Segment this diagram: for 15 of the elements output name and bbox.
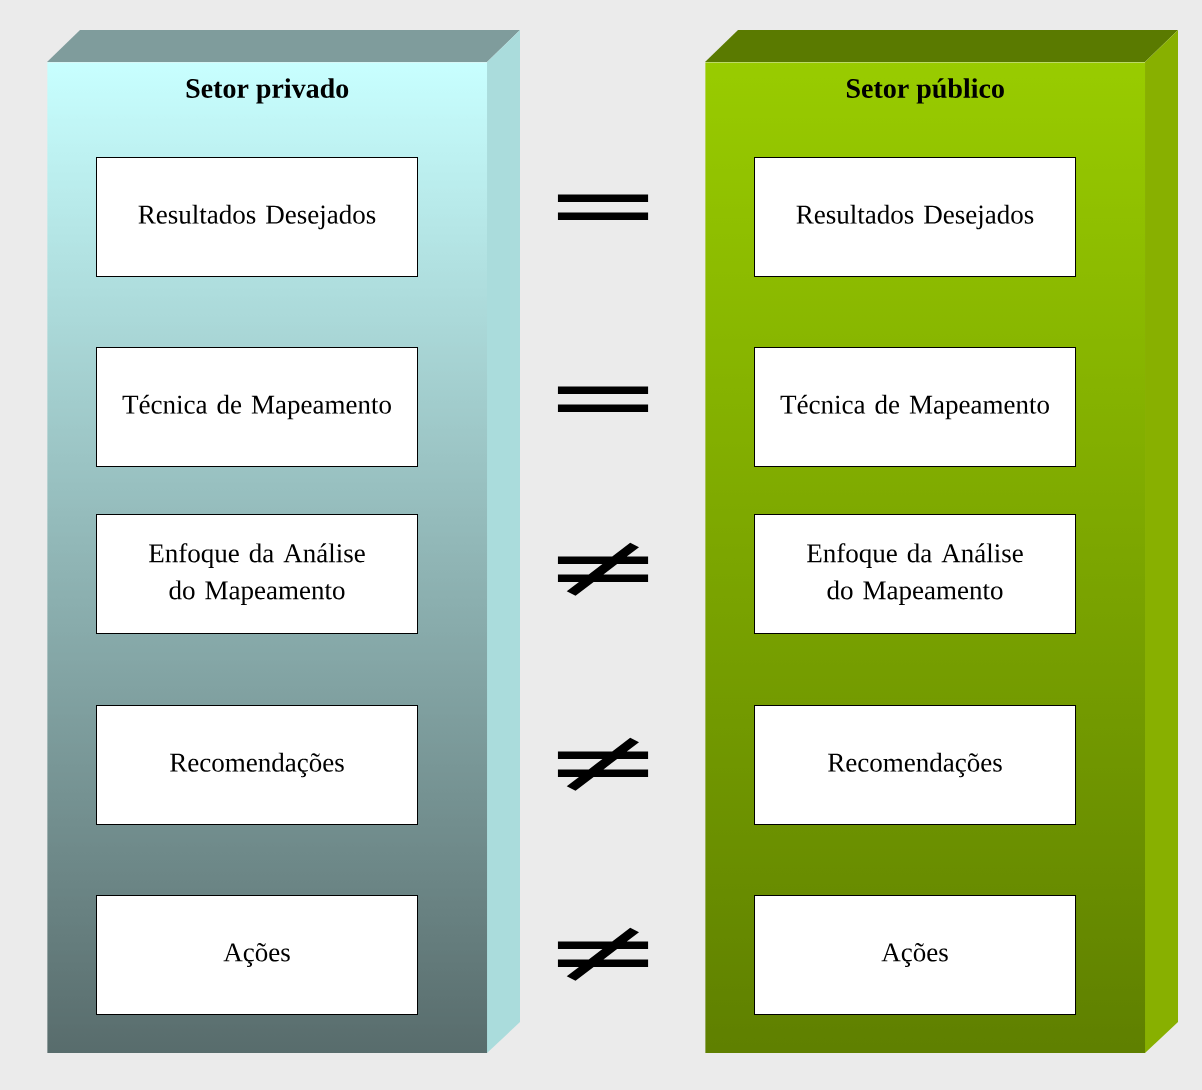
text-box: Ações xyxy=(754,895,1076,1015)
relation-symbol: = xyxy=(557,194,649,220)
text-box: Técnica de Mapeamento xyxy=(96,347,418,467)
text-box: Resultados Desejados xyxy=(96,157,418,277)
relation-symbol: = xyxy=(557,386,649,412)
relation-symbol: ≠ xyxy=(557,927,649,981)
relation-symbol: ≠ xyxy=(557,737,649,791)
text-box: Resultados Desejados xyxy=(754,157,1076,277)
text-box: Recomendações xyxy=(96,705,418,825)
text-box: Recomendações xyxy=(754,705,1076,825)
text-box: Enfoque da Análise do Mapeamento xyxy=(754,514,1076,634)
text-box: Enfoque da Análise do Mapeamento xyxy=(96,514,418,634)
text-box: Técnica de Mapeamento xyxy=(754,347,1076,467)
text-box: Ações xyxy=(96,895,418,1015)
relation-symbol: ≠ xyxy=(557,542,649,596)
